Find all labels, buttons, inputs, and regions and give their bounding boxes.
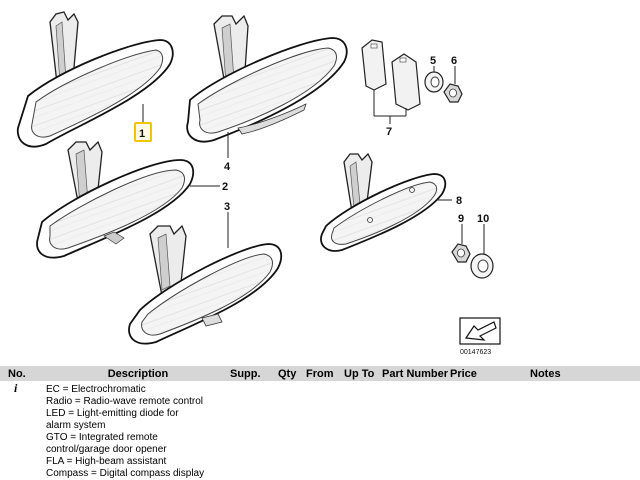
mirror-3[interactable] [128, 224, 283, 345]
ring-10[interactable] [470, 253, 494, 279]
arrow-icon [464, 321, 497, 341]
description-line: Compass = Digital compass display [46, 468, 205, 479]
description-line: Radio = Radio-wave remote control [46, 396, 204, 407]
callout-3[interactable]: 3 [224, 201, 230, 213]
callout-1[interactable]: 1 [139, 128, 145, 140]
header-notes: Notes [530, 366, 640, 381]
header-description: Description [46, 366, 230, 381]
callout-highlight [134, 122, 152, 142]
header-from: From [306, 366, 344, 381]
callout-5[interactable]: 5 [430, 55, 436, 67]
row-qty [278, 381, 306, 480]
cover-7-left[interactable] [361, 39, 387, 91]
description-line: alarm system [46, 420, 106, 431]
nut-9[interactable] [451, 243, 471, 263]
nut-6[interactable] [443, 83, 463, 103]
callout-10[interactable]: 10 [477, 213, 489, 225]
drawing-stamp: 00147623 [459, 317, 501, 356]
description-line: control/garage door opener [46, 444, 167, 455]
row-from [306, 381, 344, 480]
row-up-to [344, 381, 382, 480]
row-notes [530, 381, 640, 480]
description-line: EC = Electrochromatic [46, 384, 146, 395]
drawing-number: 00147623 [460, 349, 491, 356]
callout-8[interactable]: 8 [456, 195, 462, 207]
cover-7-right[interactable] [391, 53, 421, 111]
description-line: FLA = High-beam assistant [46, 456, 167, 467]
description-line: LED = Light-emitting diode for [46, 408, 179, 419]
header-price: Price [450, 366, 530, 381]
mirror-2[interactable] [36, 140, 195, 259]
row-price [450, 381, 530, 480]
header-up-to: Up To [344, 366, 382, 381]
mirror-4[interactable] [186, 14, 348, 143]
info-icon: i [14, 381, 18, 395]
parts-diagram: 1 2 3 4 5 6 7 8 9 10 00147623 [16, 11, 501, 356]
table-header-row: No. Description Supp. Qty From Up To Par… [0, 366, 640, 381]
header-qty: Qty [278, 366, 306, 381]
header-no: No. [0, 366, 46, 381]
mirror-8[interactable] [320, 152, 447, 252]
leader-lines [142, 66, 485, 254]
callout-7[interactable]: 7 [386, 126, 392, 138]
description-line: GTO = Integrated remote [46, 432, 158, 443]
ring-5[interactable] [424, 71, 444, 93]
row-supp [230, 381, 278, 480]
callout-2[interactable]: 2 [222, 181, 228, 193]
row-part-number [382, 381, 450, 480]
callout-4[interactable]: 4 [224, 161, 231, 173]
header-part-number: Part Number [382, 366, 450, 381]
table-row: i EC = Electrochromatic Radio = Radio-wa… [0, 381, 640, 480]
parts-table: No. Description Supp. Qty From Up To Par… [0, 366, 640, 480]
mirror-1[interactable] [16, 11, 174, 148]
callout-6[interactable]: 6 [451, 55, 457, 67]
row-description: EC = Electrochromatic Radio = Radio-wave… [46, 381, 230, 480]
callout-9[interactable]: 9 [458, 213, 464, 225]
header-supp: Supp. [230, 366, 278, 381]
